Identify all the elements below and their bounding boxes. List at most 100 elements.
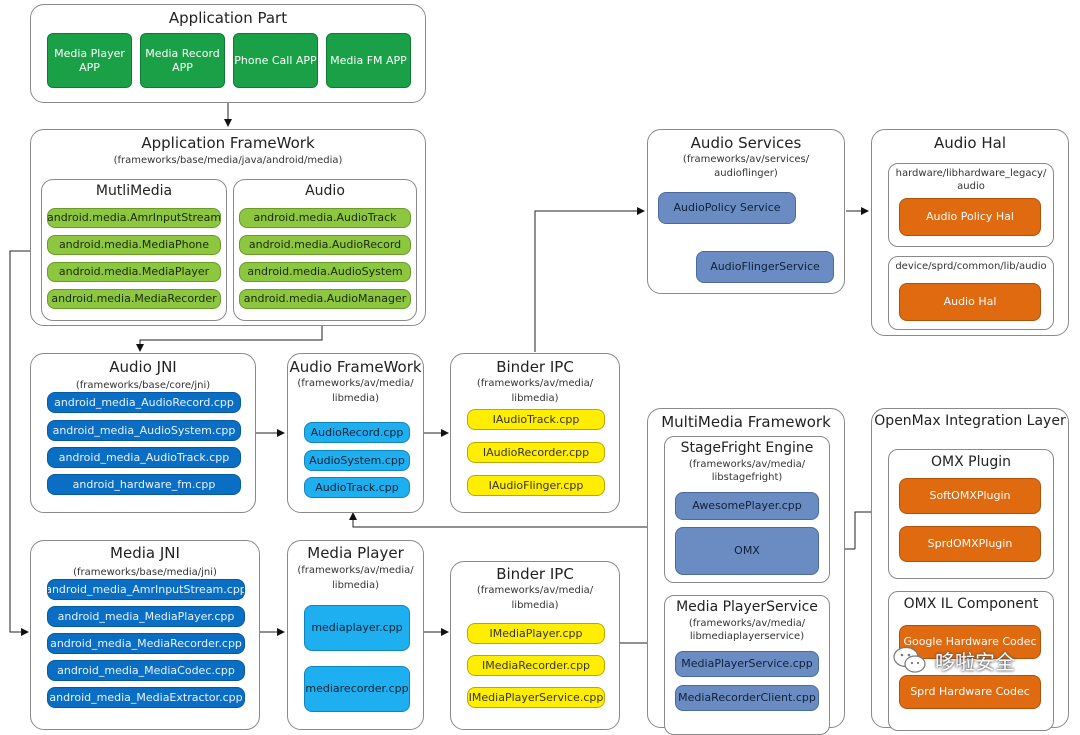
hardware-legacy-group: hardware/libhardware_legacy/ audio Audio… (888, 163, 1054, 247)
binder-ipc-media-path: (frameworks/av/media/ (476, 585, 594, 596)
omx-il-component-item: Google Hardware Codec (899, 625, 1041, 659)
media-player-path: libmedia) (332, 580, 379, 591)
audio-jni-group: Audio JNI (frameworks/base/core/jni) and… (30, 353, 256, 513)
audio-flinger-service: AudioFlingerService (696, 251, 834, 283)
audio-item: android.media.AudioManager (239, 289, 411, 309)
sprd-audio-path: device/sprd/common/lib/audio (895, 261, 1047, 272)
binder-ipc-media-item: IMediaPlayer.cpp (467, 623, 605, 644)
media-jni-item: android_media_MediaRecorder.cpp (47, 633, 245, 654)
audio-framework-item: AudioTrack.cpp (304, 477, 410, 498)
audio-framework-item: AudioRecord.cpp (304, 422, 410, 443)
openmax-layer-group: OpenMax Integration Layer OMX Plugin Sof… (871, 408, 1069, 731)
application-part-title: Application Part (168, 9, 288, 27)
binder-ipc-audio-title: Binder IPC (496, 358, 574, 376)
multimedia-title: MutliMedia (95, 183, 173, 199)
multimedia-framework-group: MultiMedia Framework StageFright Engine … (647, 408, 845, 735)
application-framework-group: Application FrameWork (frameworks/base/m… (30, 129, 426, 326)
audio-hal-node: Audio Hal (899, 283, 1041, 321)
media-jni-item: android_media_MediaExtractor.cpp (47, 687, 245, 708)
audio-framework-path: libmedia) (332, 393, 379, 404)
binder-ipc-media-item: IMediaRecorder.cpp (467, 655, 605, 676)
audio-jni-item: android_media_AudioTrack.cpp (47, 447, 241, 468)
omx-il-component-item: Sprd Hardware Codec (899, 675, 1041, 709)
application-framework-path: (frameworks/base/media/java/android/medi… (113, 155, 343, 166)
sprd-audio-group: device/sprd/common/lib/audio Audio Hal (888, 256, 1054, 330)
media-jni-item: android_media_MediaPlayer.cpp (47, 606, 245, 627)
media-player-item: mediaplayer.cpp (304, 605, 410, 651)
hardware-legacy-path: audio (957, 181, 985, 192)
hardware-legacy-path: hardware/libhardware_legacy/ (895, 168, 1047, 179)
omx-plugin-title: OMX Plugin (931, 454, 1011, 470)
media-player-item: mediarecorder.cpp (304, 666, 410, 712)
binder-ipc-audio-item: IAudioTrack.cpp (467, 409, 605, 430)
watermark-text: 哆啦安全 (935, 649, 1015, 674)
audio-framework-group: Audio FrameWork (frameworks/av/media/ li… (287, 353, 424, 513)
omx-plugin-item: SoftOMXPlugin (899, 478, 1041, 514)
audio-hal-title: Audio Hal (933, 134, 1007, 152)
audio-framework-title: Audio FrameWork (289, 358, 422, 376)
awesome-player-node: AwesomePlayer.cpp (675, 492, 819, 520)
media-player-service-path: libmediaplayerservice) (689, 631, 805, 642)
media-fm-app: Media FM APP (326, 33, 411, 88)
audio-jni-item: android_media_AudioSystem.cpp (47, 420, 241, 441)
binder-ipc-audio-path: (frameworks/av/media/ (476, 378, 594, 389)
binder-ipc-media-group: Binder IPC (frameworks/av/media/ libmedi… (450, 561, 620, 730)
multimedia-item: android.media.MediaRecorder (47, 289, 221, 309)
media-player-service-item: MediaRecorderClient.cpp (675, 685, 819, 711)
audio-hal-group: Audio Hal hardware/libhardware_legacy/ a… (871, 129, 1069, 336)
multimedia-item: android.media.MediaPlayer (47, 262, 221, 282)
media-jni-path: (frameworks/base/media/jni) (73, 567, 217, 578)
audio-framework-path: (frameworks/av/media/ (297, 378, 414, 389)
media-player-service-item: MediaPlayerService.cpp (675, 651, 819, 677)
binder-ipc-audio-item: IAudioRecorder.cpp (467, 442, 605, 463)
audio-item: android.media.AudioRecord (239, 235, 411, 255)
audio-services-group: Audio Services (frameworks/av/services/ … (647, 129, 845, 294)
stagefright-engine-path: (frameworks/av/media/ (688, 459, 806, 470)
stagefright-engine-path: libstagefright) (711, 472, 783, 483)
wechat-icon (893, 646, 926, 673)
omx-plugin-group: OMX Plugin SoftOMXPlugin SprdOMXPlugin (888, 449, 1054, 579)
audio-services-title: Audio Services (690, 134, 802, 152)
application-framework-title: Application FrameWork (141, 134, 315, 152)
audio-policy-hal: Audio Policy Hal (899, 198, 1041, 236)
binder-ipc-audio-group: Binder IPC (frameworks/av/media/ libmedi… (450, 353, 620, 513)
binder-ipc-audio-path: libmedia) (511, 393, 559, 404)
media-record-app: Media Record APP (140, 33, 225, 88)
omx-il-component-title: OMX IL Component (903, 596, 1039, 612)
media-player-path: (frameworks/av/media/ (297, 565, 414, 576)
omx-plugin-item: SprdOMXPlugin (899, 526, 1041, 562)
audio-jni-path: (frameworks/base/core/jni) (75, 380, 211, 391)
audio-jni-title: Audio JNI (109, 358, 177, 376)
phone-call-app: Phone Call APP (233, 33, 318, 88)
media-player-service-path: (frameworks/av/media/ (688, 618, 806, 629)
stagefright-engine-group: StageFright Engine (frameworks/av/media/… (664, 436, 830, 583)
audio-framework-item: AudioSystem.cpp (304, 450, 410, 471)
audio-title: Audio (305, 183, 345, 199)
audio-jni-item: android_media_AudioRecord.cpp (47, 392, 241, 413)
media-jni-title: Media JNI (110, 544, 180, 562)
binder-ipc-media-item: IMediaPlayerService.cpp (467, 687, 605, 708)
audio-jni-item: android_hardware_fm.cpp (47, 474, 241, 495)
media-player-group: Media Player (frameworks/av/media/ libme… (287, 540, 424, 730)
stagefright-engine-title: StageFright Engine (680, 440, 814, 456)
media-jni-item: android_media_AmrInputStream.cpp (47, 579, 245, 600)
binder-ipc-media-path: libmedia) (511, 600, 559, 611)
audio-services-path: (frameworks/av/services/ (682, 154, 810, 165)
audio-policy-service: AudioPolicy Service (658, 192, 796, 224)
audio-services-path: audioflinger) (714, 168, 778, 179)
audio-item: android.media.AudioSystem (239, 262, 411, 282)
application-part-group: Application Part Media Player APP Media … (30, 4, 426, 103)
multimedia-item: android.media.MediaPhone (47, 235, 221, 255)
audio-item: android.media.AudioTrack (239, 208, 411, 228)
multimedia-framework-title: MultiMedia Framework (661, 413, 831, 431)
binder-ipc-audio-item: IAudioFlinger.cpp (467, 475, 605, 496)
audio-group: Audio android.media.AudioTrack android.m… (233, 179, 417, 321)
omx-node: OMX (675, 527, 819, 575)
media-jni-item: android_media_MediaCodec.cpp (47, 660, 245, 681)
watermark: 哆啦安全 (893, 640, 1053, 680)
openmax-layer-title: OpenMax Integration Layer (874, 413, 1066, 429)
media-player-app: Media Player APP (47, 33, 132, 88)
media-player-service-title: Media PlayerService (676, 599, 818, 615)
multimedia-item: android.media.AmrInputStream (47, 208, 221, 228)
binder-ipc-media-title: Binder IPC (496, 565, 574, 583)
